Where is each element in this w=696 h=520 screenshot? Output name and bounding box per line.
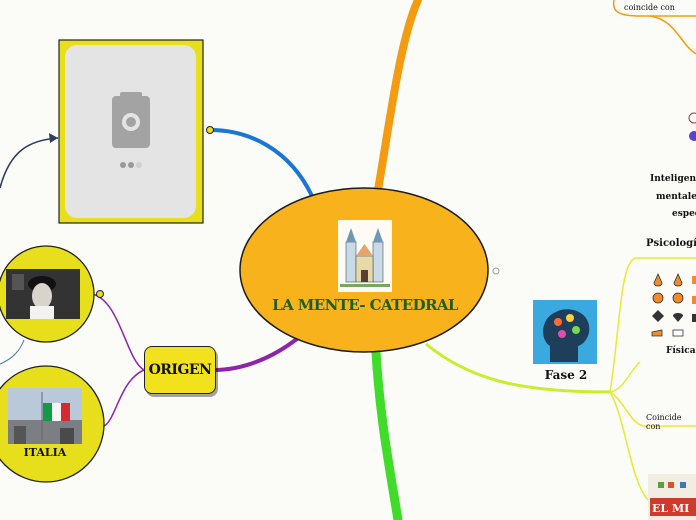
branch-lime — [425, 342, 611, 394]
fisica-label[interactable]: Física — [666, 346, 696, 356]
brain-icon[interactable] — [533, 300, 597, 364]
dark-arrow — [0, 137, 59, 189]
book-fragment-label: EL MI — [652, 502, 690, 515]
person-photo — [6, 269, 80, 319]
fase-label[interactable]: Fase 2 — [544, 368, 588, 382]
orange-sub — [612, 0, 696, 17]
inteligencia-line2: mentales — [656, 192, 696, 202]
arrow-head — [49, 133, 58, 143]
branch-purple — [213, 336, 300, 372]
book-image — [648, 474, 696, 520]
camera-icon — [112, 92, 150, 168]
psicologia-label[interactable]: Psicología — [646, 238, 696, 249]
italia-label: ITALIA — [23, 446, 67, 459]
branch-orange — [374, 0, 422, 194]
lime-sub-1 — [609, 257, 637, 393]
inteligencia-line3: espec — [672, 209, 696, 219]
coincide-top-label[interactable]: coincide con — [624, 3, 675, 12]
cathedral-icon — [338, 220, 392, 292]
inteligencia-line1: Inteligencia — [650, 174, 696, 184]
lime-sub-2 — [609, 361, 641, 393]
attachment-icon[interactable] — [96, 290, 104, 298]
coincide-bottom-label[interactable]: Coincide con — [646, 413, 682, 431]
origen-node[interactable]: ORIGEN — [144, 346, 216, 394]
italy-flag-icon — [8, 388, 82, 444]
branch-green — [371, 347, 403, 520]
lime-sub-4 — [609, 391, 649, 501]
purple-sub-1 — [91, 293, 145, 371]
lime-sub-3 — [609, 391, 645, 427]
purple-sub-2 — [103, 369, 145, 427]
orange-sub-2 — [649, 15, 696, 55]
branch-blue — [209, 128, 314, 197]
blue-thin — [0, 339, 25, 365]
fisica-icons — [651, 273, 696, 337]
attachment-icon[interactable] — [206, 126, 214, 134]
central-title: LA MENTE- CATEDRAL — [272, 296, 458, 314]
status-icon — [689, 131, 696, 141]
status-icon — [688, 112, 696, 124]
sync-icon[interactable] — [492, 267, 500, 275]
